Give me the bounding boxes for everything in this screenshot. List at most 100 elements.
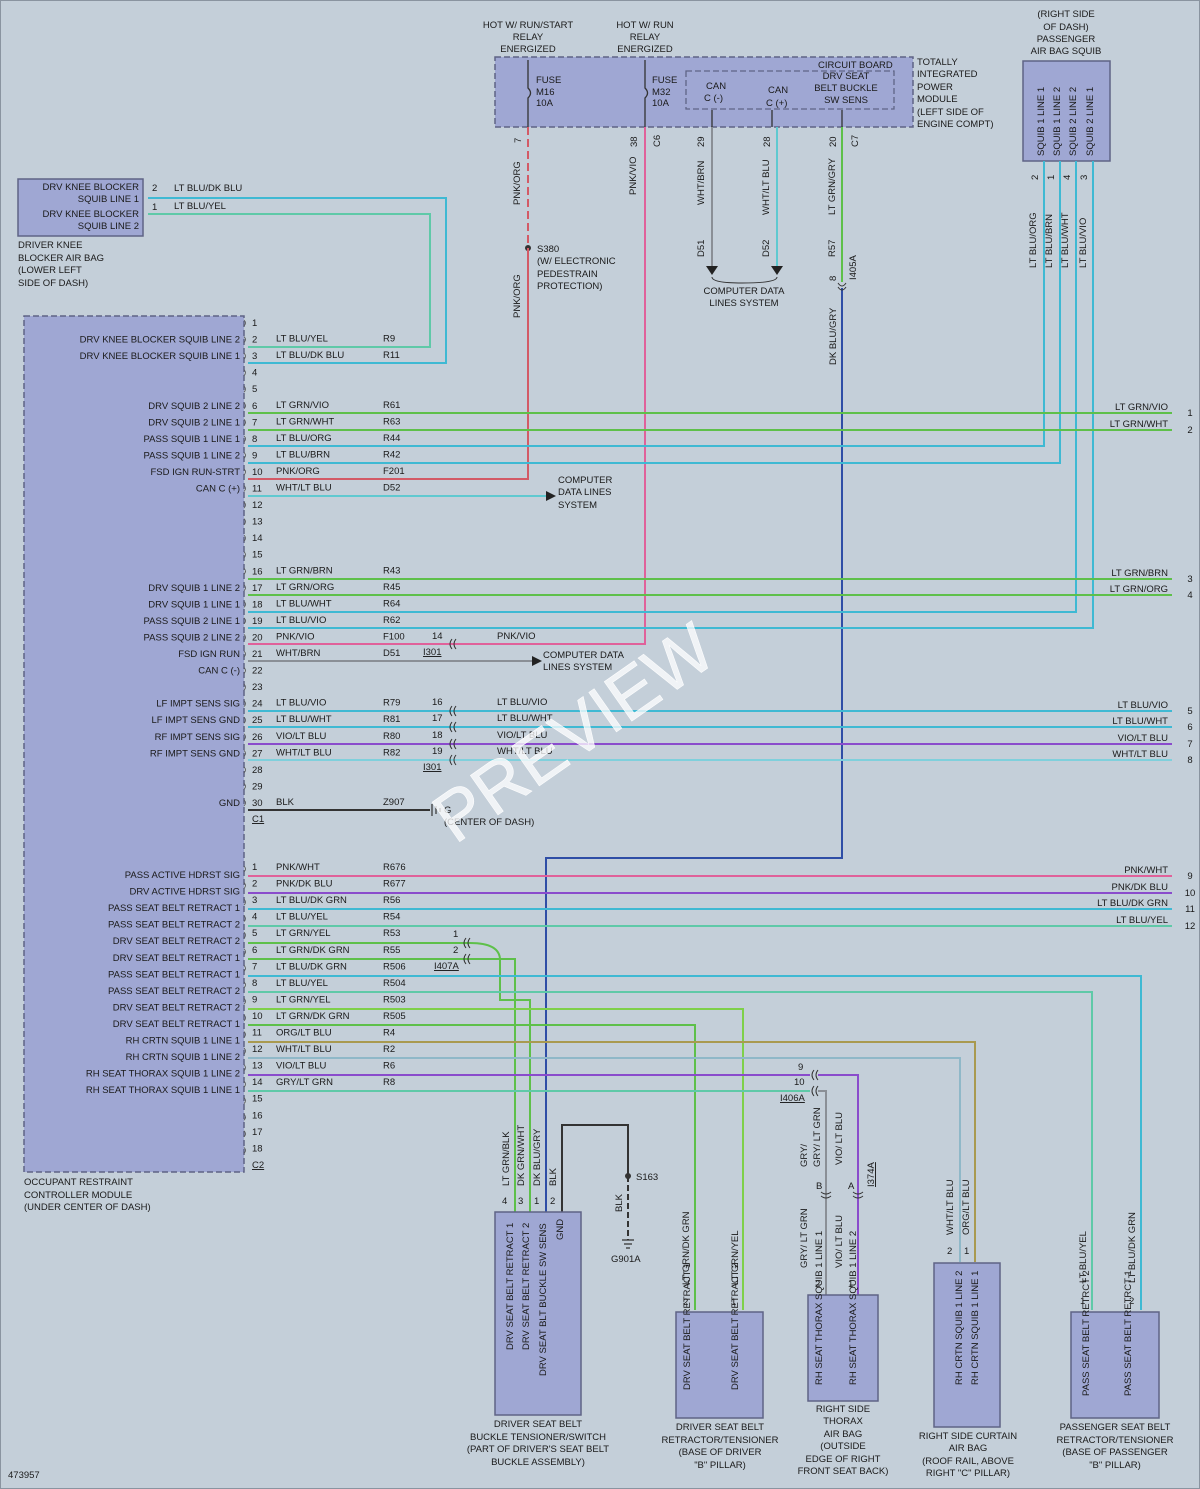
orc-c1-terminal	[243, 601, 246, 608]
orc-c1-wire-color: LT BLU/WHT	[276, 714, 332, 725]
orc-c2-circuit: R676	[383, 862, 406, 873]
orc-c2-pin-label: DRV SEAT BELT RETRACT 2	[113, 1002, 240, 1013]
orc-c2-pin-label: RH CRTN SQUIB 1 LINE 1	[126, 1036, 240, 1047]
orc-c2-circuit: R8	[383, 1077, 395, 1088]
orc-c1-wire-color: LT BLU/YEL	[276, 334, 328, 345]
orc-c2-pin-label: DRV SEAT BELT RETRACT 1	[113, 1019, 240, 1030]
i301-pin-16: 16	[432, 697, 443, 708]
thorax-name-l1: RIGHT SIDE	[816, 1404, 870, 1415]
tipm-wires: PNK/ORG PNK/VIO WHT/BRN WHT/LT BLU LT GR…	[248, 127, 859, 1212]
tipm-name-l5: (LEFT SIDE OF	[917, 107, 984, 118]
orc-c1-pin-label: PASS SQUIB 1 LINE 2	[144, 450, 240, 461]
orc-c2-circuit: R6	[383, 1061, 395, 1072]
i406a-pin-9: 9	[798, 1062, 803, 1073]
fuse2-l2: M32	[652, 87, 670, 98]
tipm-name-l4: MODULE	[917, 94, 958, 105]
s380-l2: (W/ ELECTRONIC	[537, 256, 616, 267]
orc-c1-pin-num: 10	[252, 467, 263, 478]
orc-c2-pin-label: PASS ACTIVE HDRST SIG	[125, 870, 240, 881]
tipm-conn-c7: C7	[850, 135, 861, 147]
right-wire-num: 11	[1185, 904, 1195, 915]
orc-c1-pin-num: 13	[252, 517, 263, 528]
orc-c2-pin-num: 9	[252, 994, 257, 1005]
buckle-num1: 4	[502, 1196, 507, 1207]
orc-c1-pin-label: RF IMPT SENS SIG	[155, 732, 240, 743]
orc-c1-circuit: R61	[383, 400, 400, 411]
orc-c1-pin-num: 16	[252, 566, 263, 577]
pass-ret-w2: LT BLU/DK GRN	[1127, 1212, 1138, 1283]
orc-c2-circuit: R4	[383, 1028, 395, 1039]
orc-c2-terminal	[243, 1064, 246, 1071]
orc-c1-pin-num: 20	[252, 632, 263, 643]
orc-c1-terminal	[243, 485, 246, 492]
right-wire-num: 9	[1187, 871, 1192, 882]
orc-c1-terminal	[243, 534, 246, 542]
orc-c1-pin-label: FSD IGN RUN-STRT	[150, 467, 240, 478]
drv-ret-pin2: DRV SEAT BELT RETRACT 2	[730, 1263, 741, 1390]
orc-c1-circuit: R62	[383, 615, 400, 626]
orc-c2-circuit: R56	[383, 895, 400, 906]
orc-c1-wire-color: WHT/LT BLU	[276, 483, 332, 494]
pass-squib-title-l2: OF DASH)	[1043, 22, 1088, 33]
orc-c1-pin-label: LF IMPT SENS GND	[151, 715, 240, 726]
buckle-name-l4: BUCKLE ASSEMBLY)	[491, 1457, 585, 1468]
orc-c1-terminal	[243, 783, 246, 790]
i301-connector: 14 16 17 18 19 PNK/VIO LT BLU/VIO LT BLU…	[423, 475, 625, 828]
thorax-w1: GRY/ LT GRN	[799, 1208, 810, 1268]
ground-symbol	[431, 804, 441, 816]
orc-c1-pin-label: PASS SQUIB 2 LINE 2	[144, 632, 240, 643]
i301-color-16: LT BLU/VIO	[497, 697, 547, 708]
drv-ret-name-l4: "B" PILLAR)	[694, 1460, 746, 1471]
buckle-name-l2: BUCKLE TENSIONER/SWITCH	[470, 1432, 606, 1443]
orc-c1-circuit: F100	[383, 631, 405, 642]
orc-c1-pin-num: 14	[252, 533, 263, 544]
orc-c1-wire-color: LT BLU/BRN	[276, 449, 330, 460]
tipm-name-l3: POWER	[917, 82, 953, 93]
orc-c1-wire-color: LT BLU/WHT	[276, 598, 332, 609]
orc-c2-pin-label: PASS SEAT BELT RETRACT 1	[108, 903, 240, 914]
orc-c1-terminal	[243, 733, 246, 741]
orc-c1-pin-label: PASS SQUIB 1 LINE 1	[144, 434, 240, 445]
diagram-id: 473957	[8, 1470, 40, 1481]
drv-ret-name-l2: RETRACTOR/TENSIONER	[661, 1435, 778, 1446]
right-wire-num: 1	[1187, 408, 1192, 419]
i301-pin-17: 17	[432, 713, 443, 724]
orc-c2-pin-num: 4	[252, 912, 257, 923]
orc-c2-circuit: R504	[383, 978, 406, 989]
pass-ret-name-l3: (BASE OF PASSENGER	[1062, 1447, 1168, 1458]
orc-c1-pin-num: 11	[252, 484, 262, 495]
thorax-pin1: RH SEAT THORAX SQUIB 1 LINE 1	[814, 1231, 825, 1385]
buckle-pin3: DRV SEAT BLT BUCKLE SW SENS	[538, 1223, 549, 1376]
i301-color-14: PNK/VIO	[497, 631, 536, 642]
pass-squib-wire1: LT BLU/ORG	[1028, 212, 1039, 268]
buckle-wire1: LT GRN/BLK	[501, 1131, 512, 1186]
orc-c2-pin-num: 17	[252, 1127, 263, 1138]
tipm-pin8: 8	[828, 276, 839, 281]
orc-c1-terminal	[243, 667, 246, 674]
orc-c1-pin-num: 12	[252, 500, 263, 511]
orc-c2-circuit: R677	[383, 879, 406, 890]
orc-c1-pin-num: 30	[252, 798, 263, 809]
s163: S163	[636, 1172, 658, 1183]
can-minus-l2: C (-)	[704, 93, 723, 104]
fuse1-l1: FUSE	[536, 75, 561, 86]
orc-c2-pin-num: 12	[252, 1044, 263, 1055]
orc-c2-circuit: R53	[383, 928, 400, 939]
thorax-name-l6: FRONT SEAT BACK)	[798, 1466, 889, 1477]
orc-c2-circuit: R54	[383, 912, 400, 923]
orc-c2-wire-color: WHT/LT BLU	[276, 1044, 332, 1055]
curtain-name-l4: RIGHT "C" PILLAR)	[926, 1468, 1010, 1479]
curtain-name-l2: AIR BAG	[949, 1443, 988, 1454]
orc-name-l2: CONTROLLER MODULE	[24, 1190, 132, 1201]
orc-c1-pin-num: 6	[252, 401, 257, 412]
orc-c1-terminal	[243, 799, 246, 807]
orc-c2-pin-num: 1	[252, 862, 257, 873]
orc-c1-terminal	[243, 369, 246, 376]
orc-c2-pin-num: 13	[252, 1061, 263, 1072]
orc-c1-terminal	[243, 750, 246, 757]
s380-l1: S380	[537, 244, 559, 255]
orc-c2-wire-color: LT BLU/DK GRN	[276, 895, 347, 906]
orc-c1-pin-label: LF IMPT SENS SIG	[156, 699, 240, 710]
orc-c2-wire-color: LT GRN/YEL	[276, 928, 331, 939]
